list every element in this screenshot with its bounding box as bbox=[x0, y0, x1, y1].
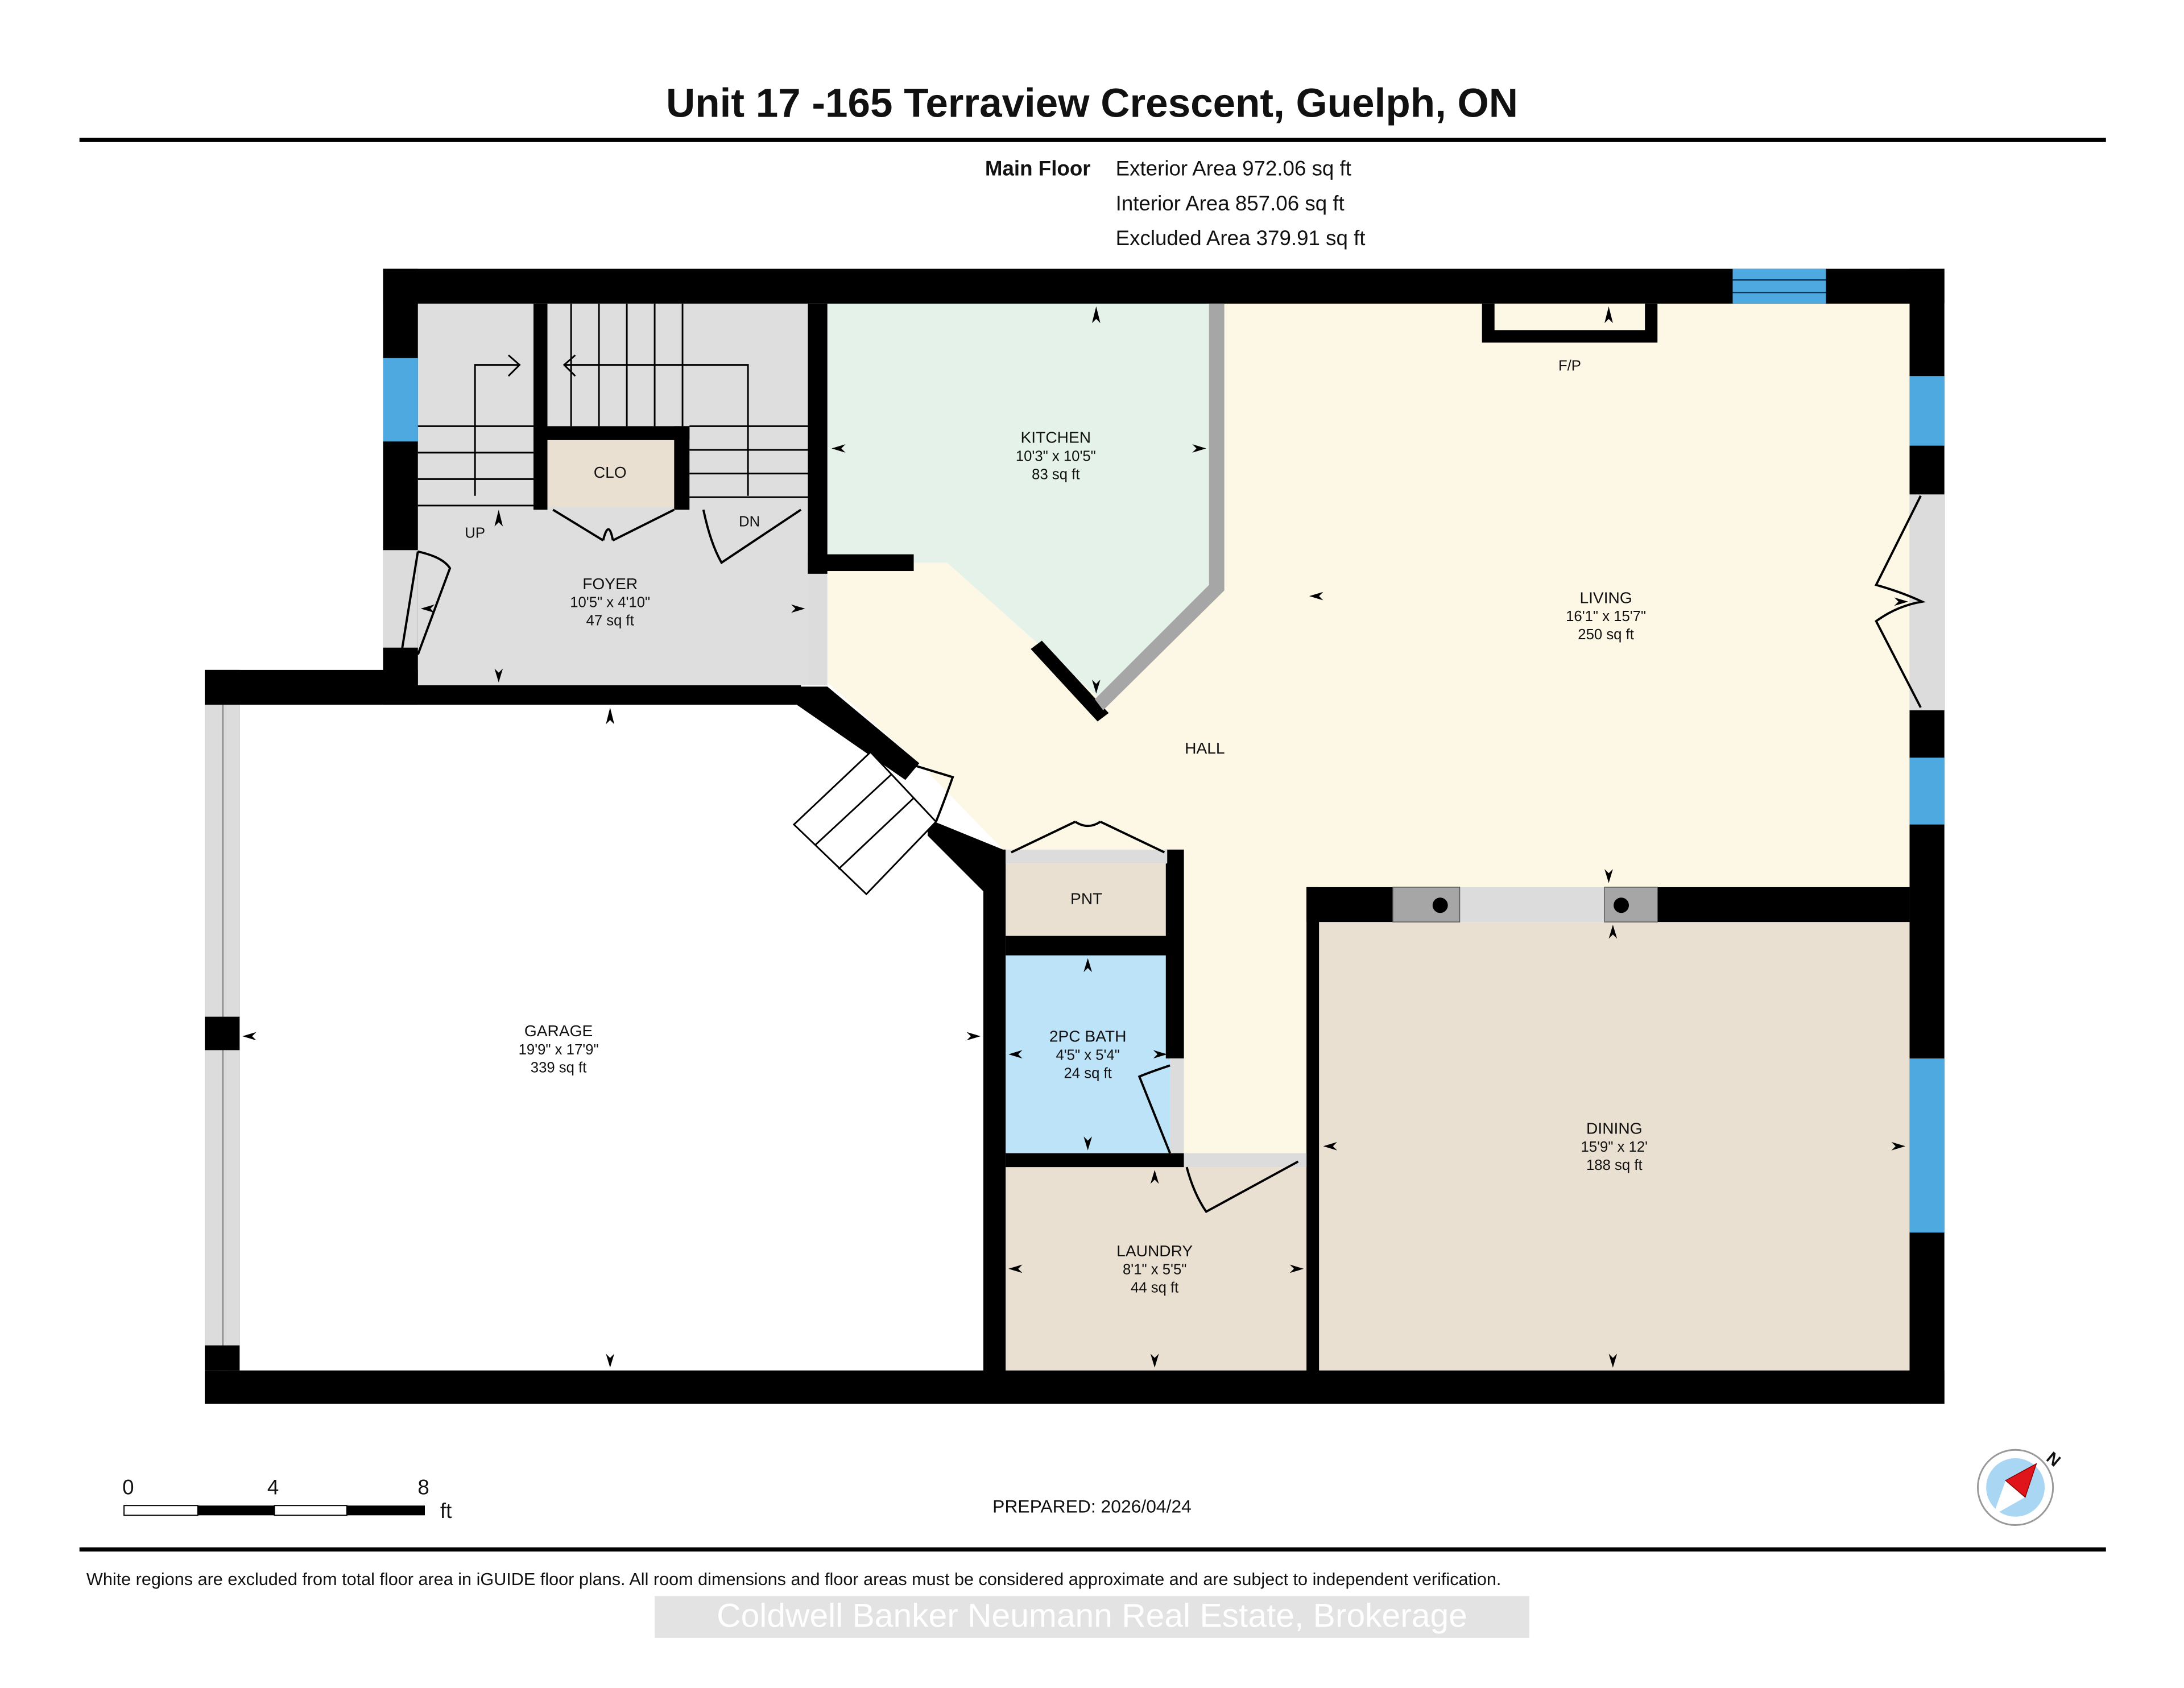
laundry-floor bbox=[1006, 1167, 1307, 1371]
kitchen-floor bbox=[827, 303, 1209, 700]
laundry-door-opening bbox=[1184, 1153, 1307, 1168]
bath-door-opening bbox=[1170, 1058, 1184, 1153]
pantry-door-opening bbox=[1006, 849, 1168, 864]
pantry-floor bbox=[1006, 863, 1170, 936]
room-living: LIVING 16'1" x 15'7" 250 sq ft bbox=[1566, 589, 1646, 643]
room-garage: GARAGE 19'9" x 17'9" 339 sq ft bbox=[519, 1022, 599, 1076]
door-swings bbox=[400, 495, 1926, 1214]
room-area: 83 sq ft bbox=[1032, 466, 1079, 482]
room-dims: 15'9" x 12' bbox=[1581, 1139, 1648, 1155]
room-kitchen: KITCHEN 10'3" x 10'5" 83 sq ft bbox=[1016, 429, 1096, 483]
closet-floor bbox=[547, 440, 675, 507]
room-area: 44 sq ft bbox=[1131, 1280, 1178, 1296]
exterior-area: Exterior Area 972.06 sq ft bbox=[1116, 157, 1351, 180]
room-foyer: FOYER 10'5" x 4'10" 47 sq ft bbox=[570, 575, 650, 629]
room-dims: 10'3" x 10'5" bbox=[1016, 449, 1096, 465]
kitchen-counter bbox=[1094, 303, 1225, 710]
room-dims: 8'1" x 5'5" bbox=[1123, 1262, 1186, 1278]
brokerage-watermark: Coldwell Banker Neumann Real Estate, Bro… bbox=[717, 1597, 1467, 1634]
room-closet: CLO bbox=[594, 464, 627, 481]
svg-text:8: 8 bbox=[417, 1476, 429, 1499]
window-dining-right bbox=[1909, 1058, 1945, 1233]
foyer-hall-opening bbox=[808, 573, 828, 685]
room-labels: KITCHEN 10'3" x 10'5" 83 sq ft LIVING 16… bbox=[465, 358, 1648, 1296]
bath-floor bbox=[1006, 955, 1170, 1153]
room-name: LIVING bbox=[1579, 589, 1632, 606]
entry-door-opening bbox=[383, 550, 418, 648]
floor-label: Main Floor bbox=[985, 157, 1091, 180]
room-name: 2PC BATH bbox=[1049, 1028, 1127, 1045]
disclaimer: White regions are excluded from total fl… bbox=[86, 1570, 1501, 1589]
room-dims: 10'5" x 4'10" bbox=[570, 595, 650, 611]
room-name: LAUNDRY bbox=[1116, 1242, 1193, 1260]
window-hall-right bbox=[1909, 758, 1945, 825]
windows bbox=[383, 268, 1945, 1233]
compass-icon: N bbox=[1976, 1449, 2064, 1526]
room-hall: HALL bbox=[1185, 739, 1225, 757]
openings bbox=[205, 494, 1945, 1371]
excluded-area: Excluded Area 379.91 sq ft bbox=[1116, 226, 1366, 250]
window-foyer-left bbox=[383, 358, 418, 442]
stairs-down-label: DN bbox=[739, 514, 760, 530]
brokerage-band bbox=[655, 1596, 1529, 1638]
fireplace-opening bbox=[1494, 303, 1645, 330]
room-laundry: LAUNDRY 8'1" x 5'5" 44 sq ft bbox=[1116, 1242, 1193, 1296]
svg-text:ft: ft bbox=[440, 1499, 452, 1522]
room-dims: 16'1" x 15'7" bbox=[1566, 609, 1646, 624]
room-area: 339 sq ft bbox=[531, 1060, 587, 1076]
dining-floor bbox=[1319, 922, 1910, 1371]
header-divider bbox=[79, 138, 2106, 142]
room-area: 250 sq ft bbox=[1578, 627, 1634, 643]
stairs-up-label: UP bbox=[465, 525, 485, 541]
room-name: GARAGE bbox=[524, 1022, 593, 1040]
room-area: 47 sq ft bbox=[586, 613, 634, 629]
page-title: Unit 17 -165 Terraview Crescent, Guelph,… bbox=[666, 81, 1518, 126]
room-pantry: PNT bbox=[1070, 889, 1102, 907]
footer-divider bbox=[79, 1547, 2106, 1552]
svg-text:0: 0 bbox=[122, 1476, 134, 1499]
stairs bbox=[417, 303, 808, 507]
window-top bbox=[1732, 268, 1826, 304]
room-name: FOYER bbox=[582, 575, 638, 593]
room-name: KITCHEN bbox=[1021, 429, 1091, 446]
room-fills bbox=[239, 303, 1910, 1371]
fireplace-label: F/P bbox=[1558, 358, 1581, 374]
walls bbox=[205, 268, 1945, 1404]
garage-steps bbox=[792, 751, 937, 896]
scale-bar: 0 4 8 ft bbox=[122, 1476, 452, 1523]
dimension-arrows bbox=[242, 306, 1909, 1368]
room-dining: DINING 15'9" x 12' 188 sq ft bbox=[1581, 1119, 1648, 1173]
interior-area: Interior Area 857.06 sq ft bbox=[1116, 192, 1345, 215]
room-dims: 19'9" x 17'9" bbox=[519, 1042, 599, 1058]
window-living-right bbox=[1909, 376, 1945, 446]
room-area: 188 sq ft bbox=[1586, 1157, 1643, 1173]
room-area: 24 sq ft bbox=[1064, 1065, 1111, 1081]
prepared-date: PREPARED: 2026/04/24 bbox=[992, 1496, 1192, 1516]
room-dims: 4'5" x 5'4" bbox=[1056, 1048, 1119, 1064]
room-bath: 2PC BATH 4'5" x 5'4" 24 sq ft bbox=[1049, 1028, 1127, 1082]
svg-text:4: 4 bbox=[267, 1476, 279, 1499]
room-name: DINING bbox=[1586, 1119, 1643, 1137]
garage-floor bbox=[239, 705, 983, 1371]
